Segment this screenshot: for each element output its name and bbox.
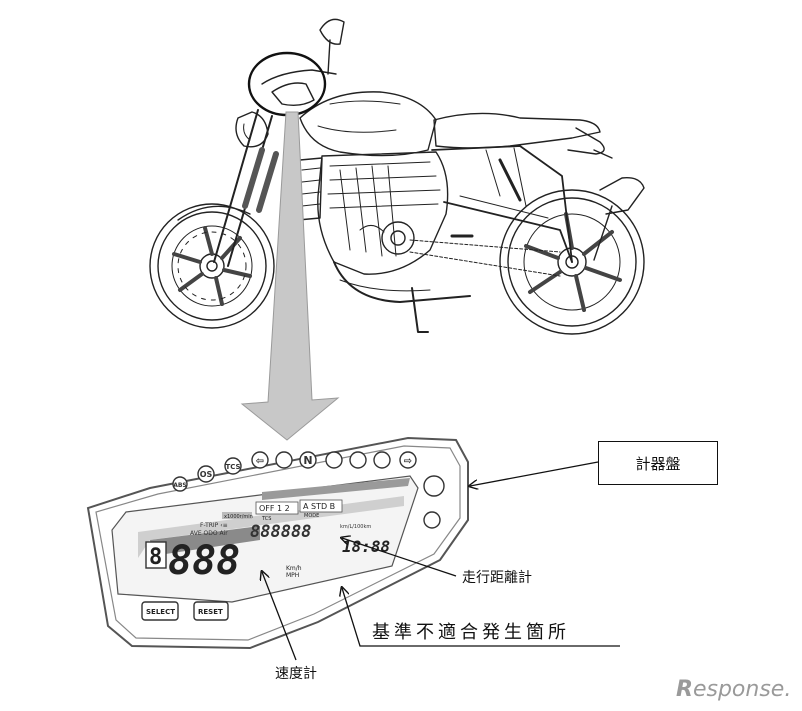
tcs-mode-box xyxy=(255,501,299,515)
turn-right-icon xyxy=(399,451,417,469)
select-button-label: SELECT xyxy=(146,608,175,616)
os-indicator-label: OS xyxy=(200,470,213,479)
meter-label: 計器盤 xyxy=(635,454,681,473)
motorcycle-drawing xyxy=(149,18,645,335)
highbeam-icon xyxy=(275,451,293,469)
engine xyxy=(317,151,449,275)
speedometer-leader-arrow xyxy=(262,572,297,661)
tcs-indicator-label: TCS xyxy=(225,463,240,471)
fuel-unit-label: km/L/100km xyxy=(340,524,371,530)
speed-digits: 888 xyxy=(168,538,240,584)
speedometer-label: 速度計 xyxy=(275,666,317,682)
coolant-icon xyxy=(349,451,367,469)
turn-left-icon xyxy=(251,451,269,469)
abs-indicator-label: ABS xyxy=(173,482,187,489)
fuel-icon xyxy=(423,511,441,529)
yamaha-logo-icon xyxy=(423,475,445,497)
engine-icon xyxy=(373,451,391,469)
os-lamp-icon xyxy=(197,465,215,483)
indicator-lamps xyxy=(172,451,445,529)
speed-unit-mph: MPH xyxy=(286,572,299,579)
speed-unit-kmh: Km/h xyxy=(286,565,302,572)
noncompliance-location-label: 基準不適合発生箇所 xyxy=(372,622,570,643)
meter-label-box: 計器盤 xyxy=(598,441,718,485)
noncompliance-leader-arrow xyxy=(342,588,620,647)
oil-icon xyxy=(325,451,343,469)
odometer-label: 走行距離計 xyxy=(462,570,532,586)
select-button[interactable] xyxy=(141,601,179,621)
mode-small-label: MODE xyxy=(304,513,319,519)
turn-left-glyph: ⇦ xyxy=(256,456,264,467)
tcs-lamp-icon xyxy=(224,457,242,475)
gear-indicator-box xyxy=(145,541,167,569)
odometer-digits: 888888 xyxy=(250,522,311,542)
drive-mode-box xyxy=(299,499,343,513)
reset-button[interactable] xyxy=(193,601,229,621)
rpm-label: x1000r/min xyxy=(224,514,253,520)
neutral-indicator-glyph: N xyxy=(303,454,312,467)
reset-button-label: RESET xyxy=(198,608,223,616)
rpm-label-box xyxy=(222,512,252,519)
drive-mode-text: A STD B xyxy=(303,502,335,511)
tcs-mode-text: OFF 1 2 xyxy=(259,504,290,513)
tcs-small-label: TCS xyxy=(261,516,271,522)
rear-wheel xyxy=(499,189,645,335)
callout-arrow xyxy=(240,111,340,441)
response-watermark: Response. xyxy=(676,677,791,702)
watermark-r: R xyxy=(676,677,693,702)
gear-indicator: 8 xyxy=(149,545,162,570)
abs-lamp-icon xyxy=(172,476,188,492)
front-wheel xyxy=(149,203,275,329)
odometer-leader-arrow xyxy=(342,538,457,577)
neutral-icon xyxy=(299,451,317,469)
meter-panel: ABS OS TCS N ⇦ ⇨ OFF 1 2 A STD B TCS MOD… xyxy=(86,436,469,650)
turn-right-glyph: ⇨ xyxy=(404,456,412,467)
odo-label: AVE ODO Air xyxy=(190,530,228,537)
meter-leader-arrow xyxy=(470,461,599,486)
meter-buttons: SELECT RESET xyxy=(141,601,229,621)
trip-label: F-TRIP ‹≡ xyxy=(200,522,228,529)
watermark-text: esponse. xyxy=(692,677,792,702)
